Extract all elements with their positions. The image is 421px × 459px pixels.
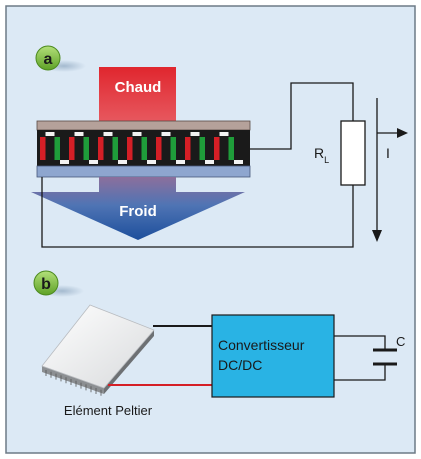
junction-strip xyxy=(132,132,142,136)
output-wire-top xyxy=(334,335,386,349)
thermo-element xyxy=(228,137,234,160)
output-wire-bottom xyxy=(334,365,386,381)
thermo-element xyxy=(156,137,162,160)
thermo-element xyxy=(40,137,46,160)
panel-b: b Elément Peltier Convertisseur DC/DC C xyxy=(33,270,405,418)
thermo-element xyxy=(54,137,60,160)
badge-a-label: a xyxy=(44,51,53,68)
thermo-element xyxy=(185,137,191,160)
junction-strip xyxy=(234,160,243,164)
hot-label: Chaud xyxy=(115,79,162,96)
junction-strip xyxy=(74,132,84,136)
cold-label: Froid xyxy=(119,203,157,220)
thermo-element xyxy=(98,137,104,160)
badge-b-label: b xyxy=(41,276,51,293)
wire-bottom xyxy=(41,177,354,248)
thermo-element xyxy=(83,137,89,160)
junction-strip xyxy=(219,132,229,136)
wire-top xyxy=(250,82,354,150)
top-plate xyxy=(36,120,251,131)
thermo-element xyxy=(170,137,176,160)
current-arrow-icon xyxy=(372,98,408,242)
capacitor-icon xyxy=(373,348,397,366)
peltier-module-icon xyxy=(41,304,155,396)
current-label: I xyxy=(386,145,390,161)
thermo-element xyxy=(69,137,75,160)
converter-line1: Convertisseur xyxy=(218,337,305,353)
junction-strip xyxy=(60,160,69,164)
junction-strip xyxy=(161,132,171,136)
badge-a-icon: a xyxy=(35,45,86,72)
thermo-element xyxy=(127,137,133,160)
junction-strip xyxy=(190,132,200,136)
junction-strip xyxy=(103,132,113,136)
badge-b-icon: b xyxy=(33,270,84,297)
peltier-stack xyxy=(36,120,251,178)
load-resistor xyxy=(340,120,366,186)
thermo-element xyxy=(141,137,147,160)
capacitor-label: C xyxy=(396,334,405,349)
thermo-elements xyxy=(40,132,243,164)
cold-arrow xyxy=(31,177,245,240)
dcdc-converter xyxy=(211,314,335,398)
junction-strip xyxy=(205,160,214,164)
bottom-plate xyxy=(36,165,251,178)
panel-a: a Chaud Froid RL I xyxy=(31,45,408,248)
junction-strip xyxy=(118,160,127,164)
thermo-element xyxy=(199,137,205,160)
junction-strip xyxy=(147,160,156,164)
thermo-element xyxy=(214,137,220,160)
thermo-element xyxy=(112,137,118,160)
junction-strip xyxy=(176,160,185,164)
module-caption: Elément Peltier xyxy=(64,403,153,418)
converter-line2: DC/DC xyxy=(218,357,262,373)
junction-strip xyxy=(89,160,98,164)
resistor-label: RL xyxy=(314,145,329,165)
junction-strip xyxy=(45,132,55,136)
